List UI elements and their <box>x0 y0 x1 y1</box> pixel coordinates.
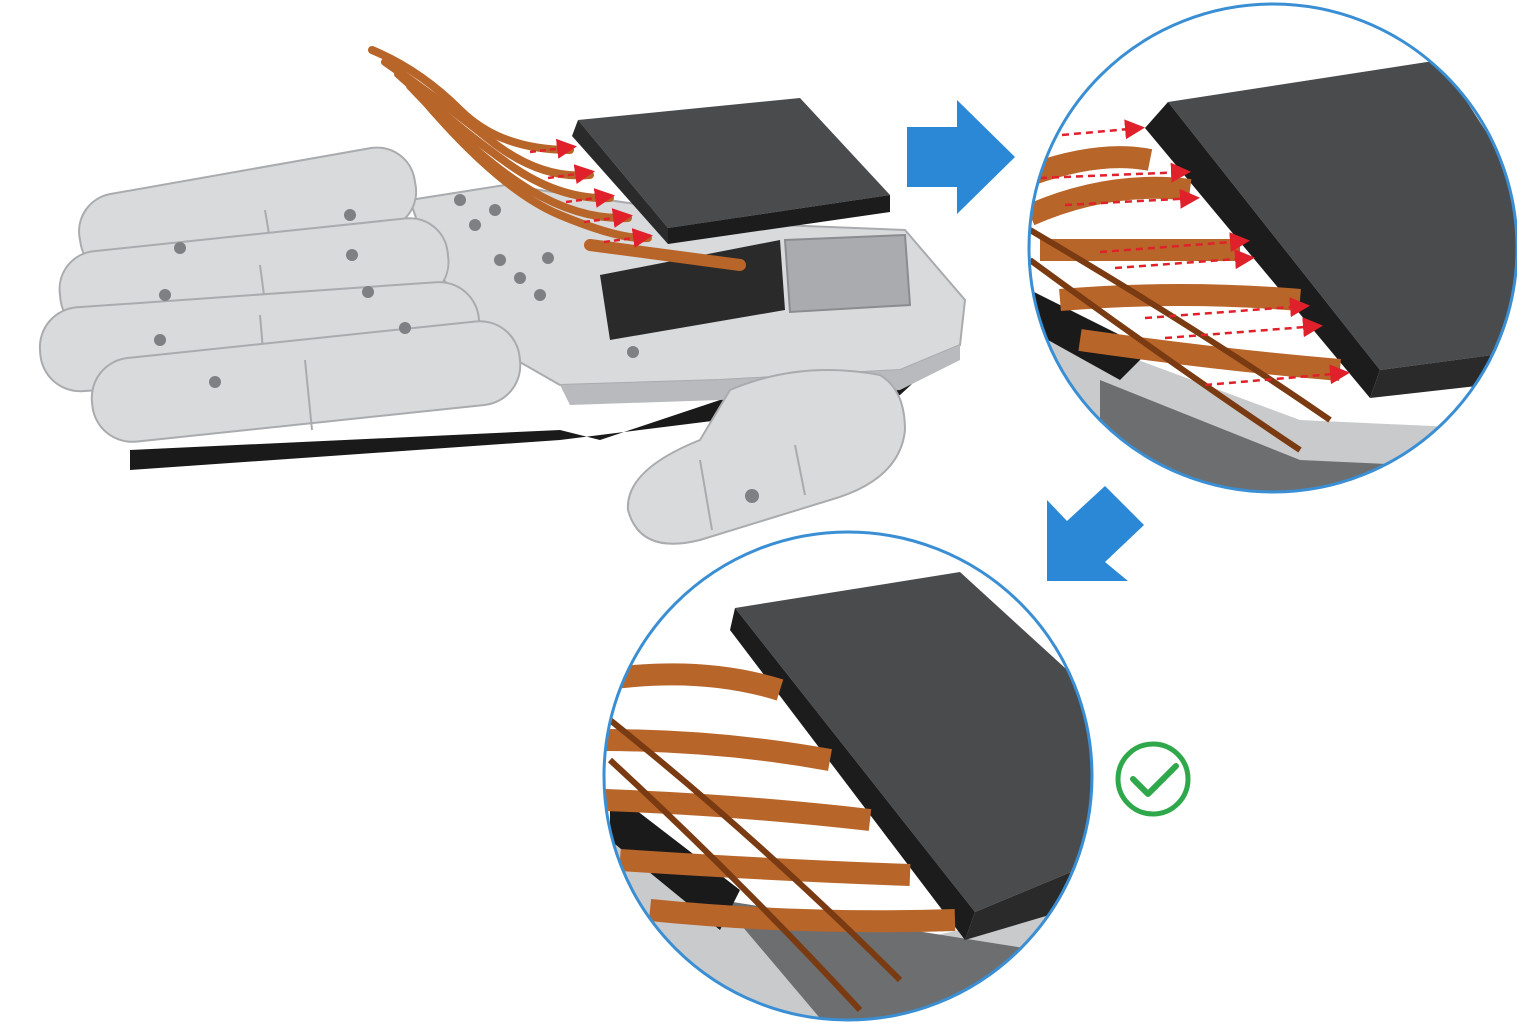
zoom-insertion <box>1020 0 1517 500</box>
side-connector <box>785 235 910 312</box>
zoom-result <box>600 530 1100 1026</box>
arrow-right-icon <box>907 100 1015 214</box>
check-circle-icon <box>1118 744 1188 814</box>
arrow-down-left-icon <box>1047 486 1144 581</box>
robotic-hand <box>37 50 965 544</box>
